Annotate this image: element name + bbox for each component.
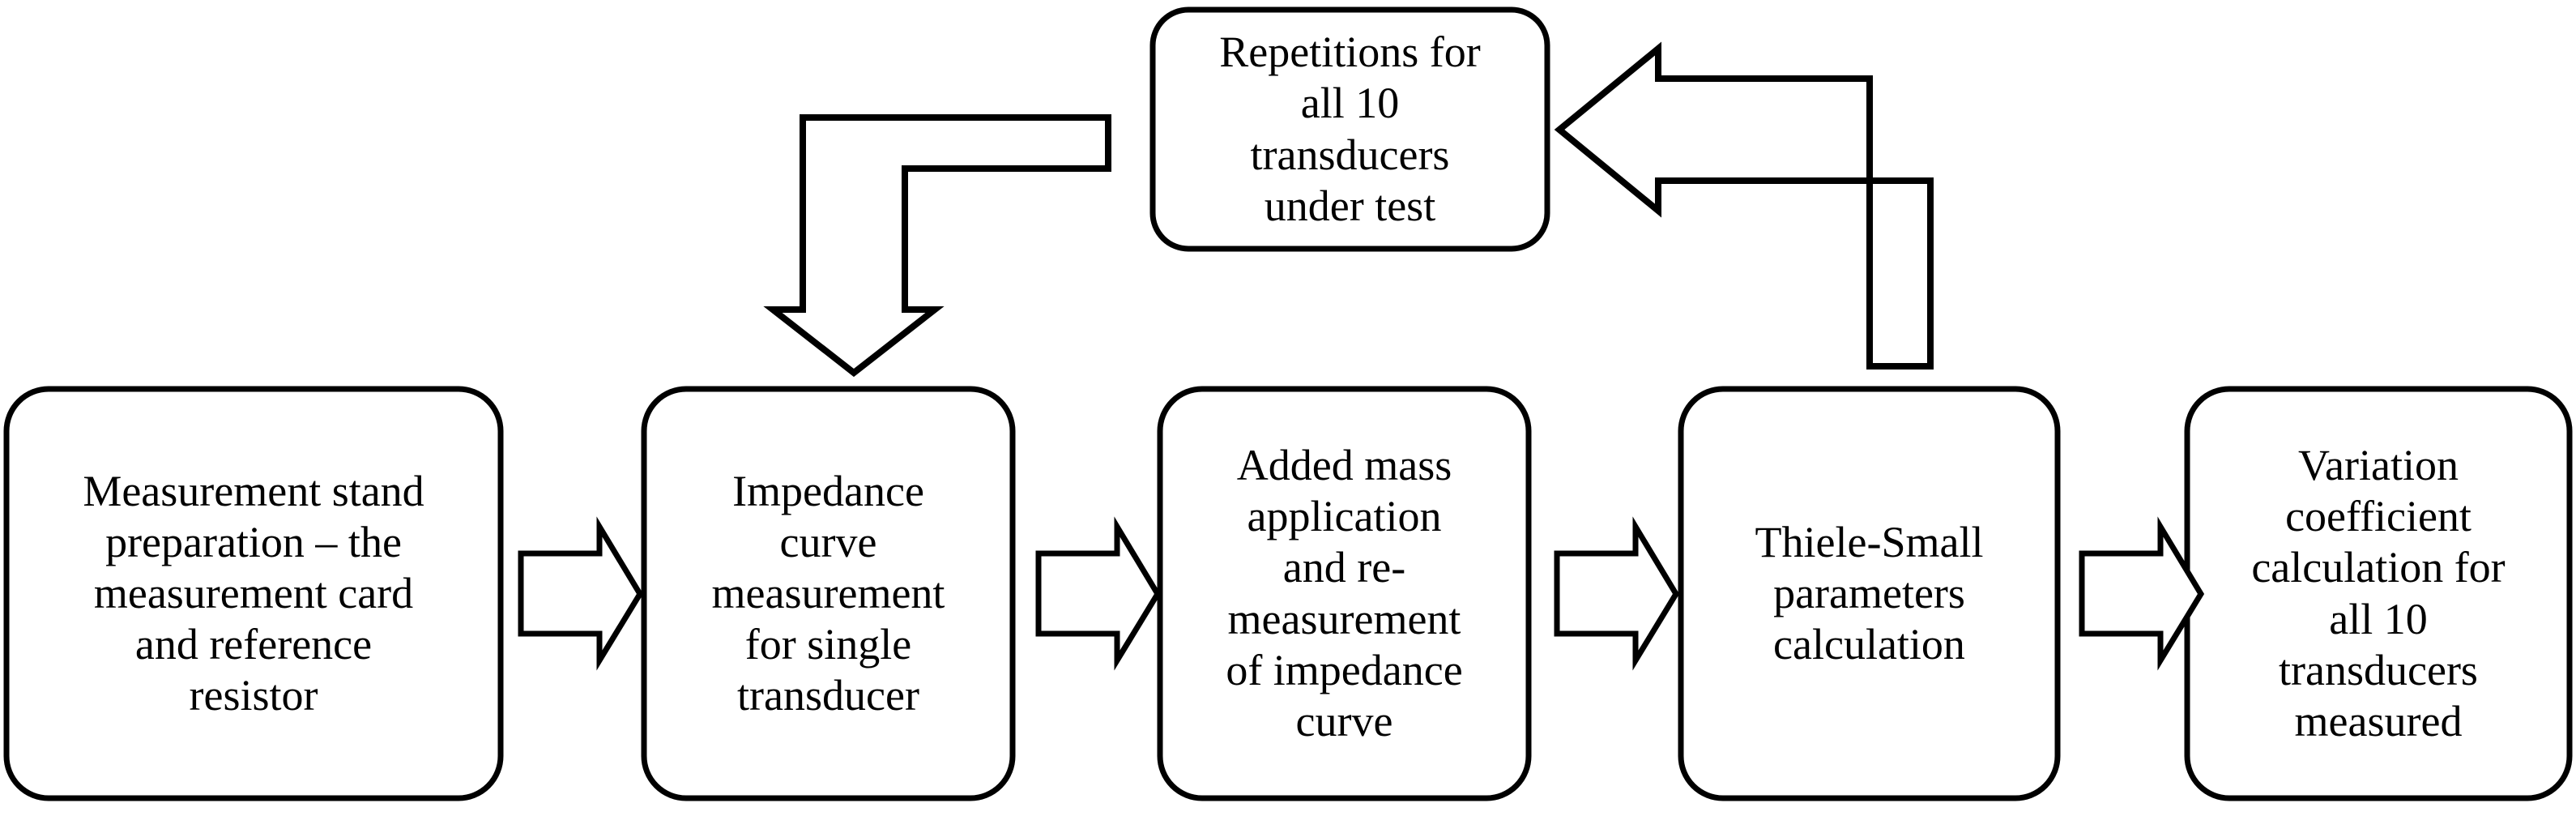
arrow-loop-into-repetitions bbox=[1554, 41, 1934, 370]
node-thiele-small-parameters[interactable] bbox=[1678, 386, 2061, 801]
arrow-step4-to-step5 bbox=[2079, 516, 2205, 671]
arrow-step3-to-step4 bbox=[1554, 516, 1680, 671]
node-repetitions-all-transducers[interactable] bbox=[1149, 6, 1550, 252]
node-measurement-stand-preparation[interactable] bbox=[3, 386, 504, 801]
arrow-step1-to-step2 bbox=[518, 516, 644, 671]
node-impedance-curve-measurement[interactable] bbox=[641, 386, 1016, 801]
node-variation-coefficient[interactable] bbox=[2184, 386, 2573, 801]
arrow-step2-to-step3 bbox=[1035, 516, 1162, 671]
arrow-loop-return-to-impedance bbox=[763, 114, 1111, 378]
node-added-mass-application[interactable] bbox=[1157, 386, 1532, 801]
